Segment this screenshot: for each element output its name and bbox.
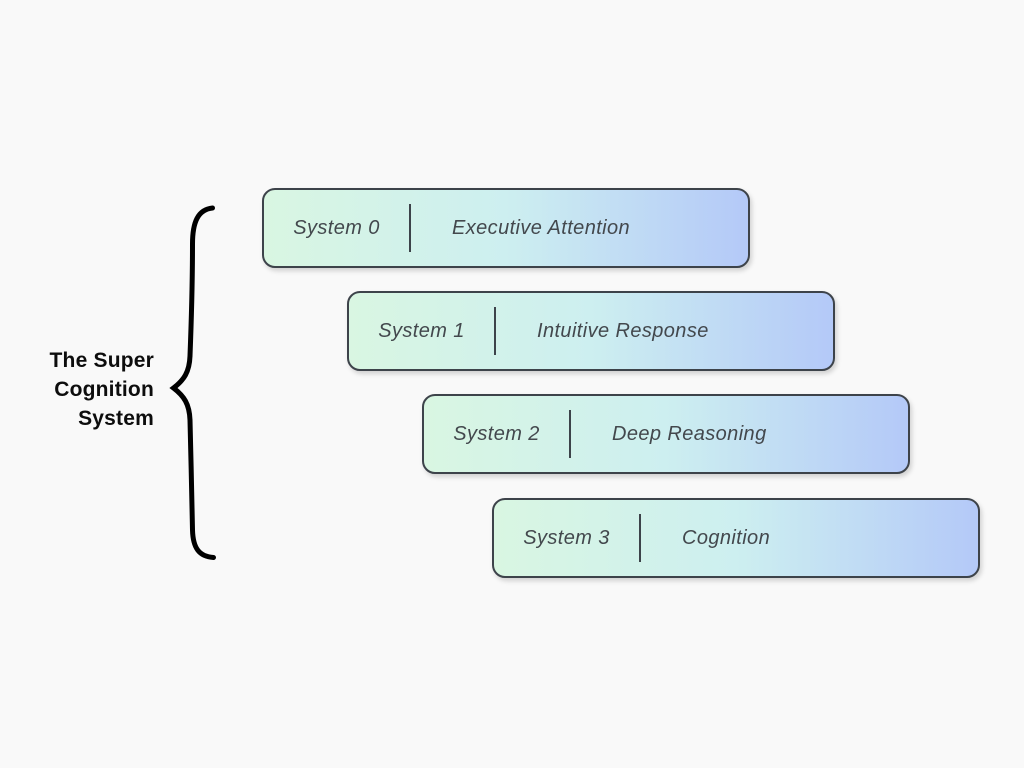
divider-line <box>569 410 571 458</box>
system-name: System 3 <box>523 526 610 549</box>
diagram-title-line: System <box>78 407 154 430</box>
system-name: System 0 <box>293 216 380 239</box>
divider-line <box>409 204 411 252</box>
diagram-title-line: Cognition <box>54 378 154 401</box>
divider-line <box>494 307 496 355</box>
system-label: Cognition <box>682 526 771 549</box>
system-card-2: System 2 Deep Reasoning <box>422 394 910 474</box>
system-name: System 1 <box>378 319 465 342</box>
system-card-0: System 0 Executive Attention <box>262 188 750 268</box>
curly-brace-icon <box>169 205 216 560</box>
system-card-3: System 3 Cognition <box>492 498 980 578</box>
system-label: Executive Attention <box>452 216 631 239</box>
system-card-1: System 1 Intuitive Response <box>347 291 835 371</box>
divider-line <box>639 514 641 562</box>
diagram-title-line: The Super <box>49 349 154 372</box>
system-label: Intuitive Response <box>537 319 709 342</box>
system-name: System 2 <box>453 422 540 445</box>
diagram-title: The Super Cognition System <box>34 346 154 433</box>
system-label: Deep Reasoning <box>612 422 767 445</box>
